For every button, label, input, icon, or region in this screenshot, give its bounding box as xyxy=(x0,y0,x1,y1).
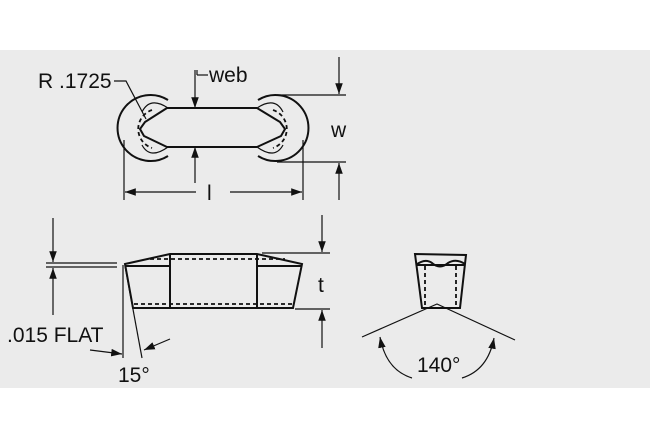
clearance-angle-label: 15° xyxy=(118,364,150,387)
thickness-dimension: t xyxy=(262,215,330,348)
radius-callout: R .1725 xyxy=(38,70,147,120)
flat-dimension: .015 FLAT xyxy=(7,218,117,347)
thickness-label: t xyxy=(318,274,324,297)
flat-label: .015 FLAT xyxy=(7,324,104,347)
diagram-background xyxy=(0,50,650,388)
included-angle-label: 140° xyxy=(417,354,460,377)
web-label: web xyxy=(208,64,248,87)
width-label: w xyxy=(330,119,347,142)
clearance-angle: 15° xyxy=(89,265,171,387)
side-view xyxy=(123,253,304,309)
radius-label: R .1725 xyxy=(38,70,112,93)
end-view: 140° xyxy=(361,252,516,379)
length-label: l xyxy=(207,182,212,205)
top-view xyxy=(116,94,310,162)
web-dimension: web xyxy=(191,64,248,183)
length-dimension: l xyxy=(123,140,304,205)
width-dimension: w xyxy=(277,57,347,200)
